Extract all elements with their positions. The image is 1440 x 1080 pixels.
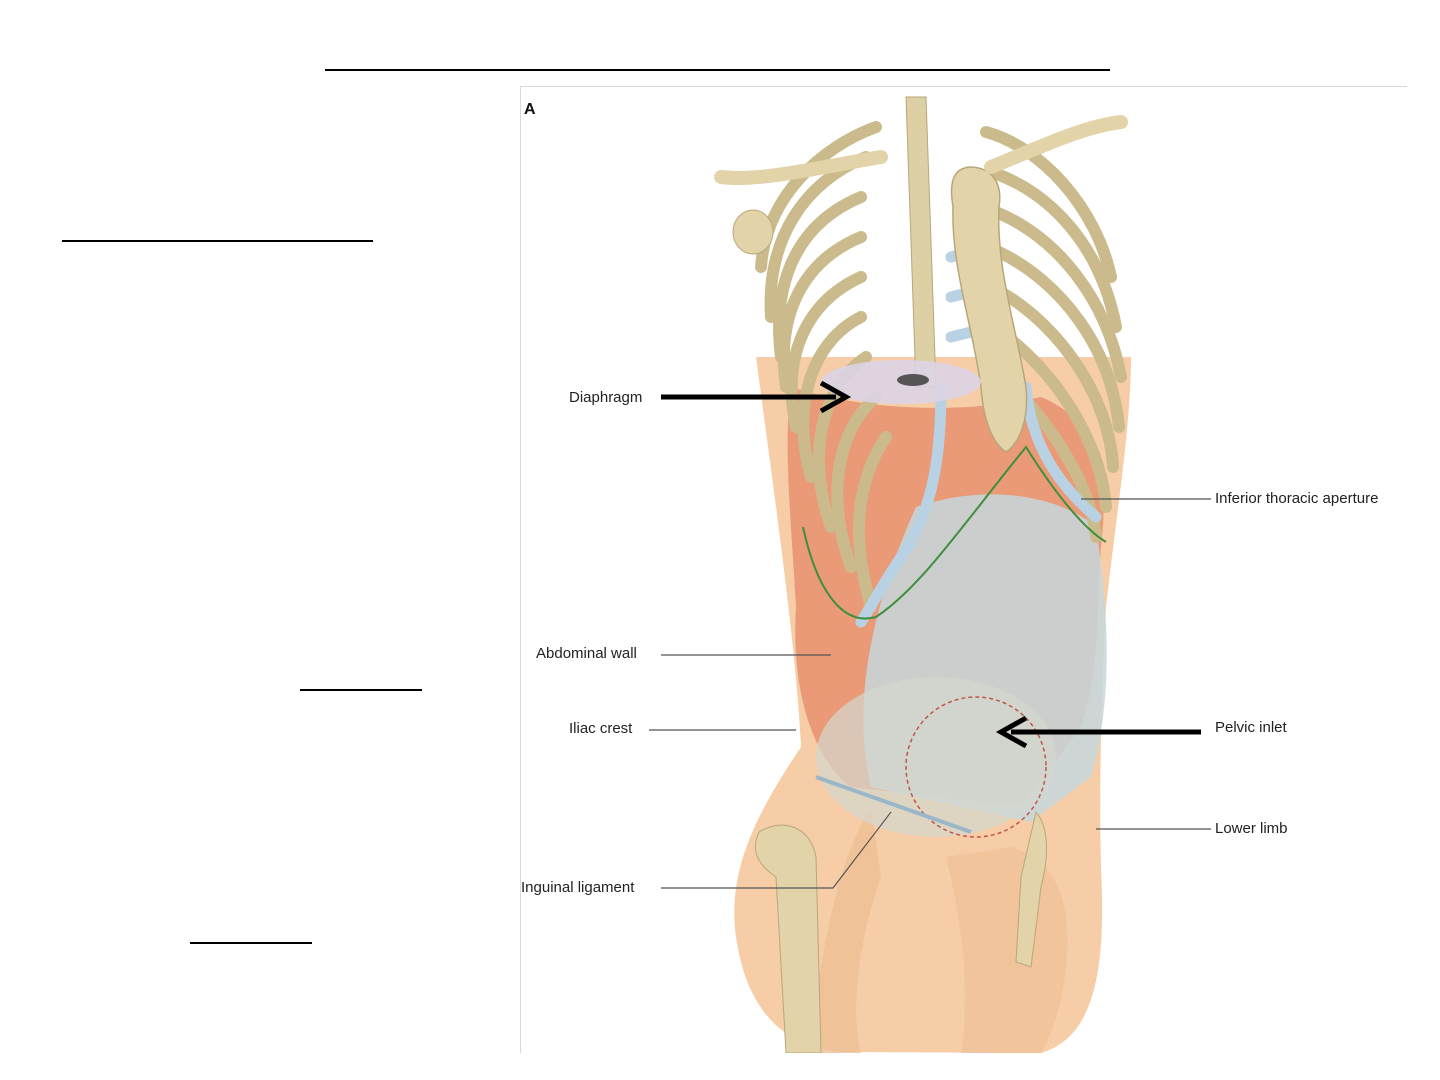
aperture-outline (802, 445, 1107, 620)
label-inguinal-ligament: Inguinal ligament (521, 879, 635, 896)
pelvic-bone (816, 677, 1056, 837)
label-iliac-crest: Iliac crest (569, 720, 633, 737)
panel-letter: A (524, 101, 536, 118)
blank-line-1 (62, 240, 373, 242)
shoulder-joint (732, 209, 774, 255)
inguinal-ligament-shape (815, 775, 972, 834)
label-diaphragm: Diaphragm (569, 389, 643, 406)
diaphragm-opening (897, 374, 929, 386)
pelvic-inlet-outline (905, 696, 1047, 838)
femur-left (754, 824, 822, 1053)
label-lower-limb: Lower limb (1215, 820, 1288, 837)
anatomy-figure: A Diaphragm Inferior thoracic aperture A… (520, 86, 1407, 1053)
torso-illustration (649, 96, 1211, 1053)
label-inferior-thoracic-aperture: Inferior thoracic aperture (1215, 490, 1379, 507)
label-abdominal-wall: Abdominal wall (536, 645, 637, 662)
arrow-diaphragm (661, 380, 852, 414)
leader-lines (649, 498, 1211, 889)
vertebral-column (905, 96, 937, 388)
sternum (950, 166, 1028, 453)
label-pelvic-inlet: Pelvic inlet (1215, 719, 1287, 736)
title-blank-line (325, 69, 1110, 71)
arrow-pelvic-inlet (995, 715, 1201, 749)
upper-limb-right (809, 807, 881, 1053)
blank-line-3 (190, 942, 312, 944)
femur-right (1015, 810, 1047, 968)
clavicle-left (714, 150, 888, 185)
clavicle-right (984, 115, 1128, 174)
blank-line-2 (300, 689, 422, 691)
